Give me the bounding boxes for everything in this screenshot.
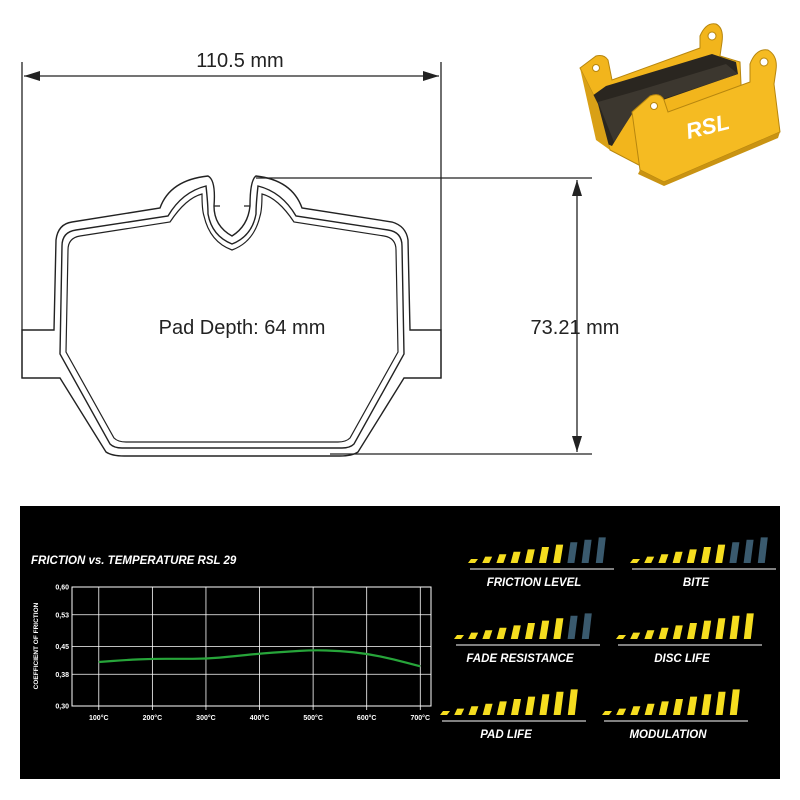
rating-bar-segment bbox=[729, 615, 740, 639]
x-tick-label: 600°C bbox=[357, 714, 377, 722]
chart-title: FRICTION vs. TEMPERATURE RSL 29 bbox=[31, 555, 237, 567]
rating-bar-segment bbox=[525, 623, 535, 639]
rating-bar-segment bbox=[743, 539, 754, 563]
rating-bar-segment bbox=[644, 630, 655, 639]
rating-bar-segment bbox=[630, 632, 641, 639]
friction-series-line bbox=[98, 649, 421, 668]
x-tick-label: 300°C bbox=[196, 714, 216, 722]
rating-bar-segment bbox=[701, 547, 711, 563]
rating-bar-segment bbox=[510, 625, 521, 639]
rating-bar-segment bbox=[715, 618, 726, 639]
rating-bar-segment bbox=[686, 549, 697, 563]
rating-bar-segment bbox=[687, 623, 697, 639]
performance-ratings: FRICTION LEVEL BITE FADE RESISTANCE DISC LI… bbox=[440, 537, 776, 741]
rating-bar-segment bbox=[496, 627, 507, 639]
rating-bar-segment bbox=[630, 706, 641, 715]
width-dimension: 110.5 mm bbox=[21, 50, 442, 330]
performance-panel-graphics: FRICTION vs. TEMPERATURE RSL 29 COEFFICI… bbox=[31, 537, 776, 741]
rating-bar-segment bbox=[553, 544, 564, 563]
y-tick-label: 0,45 bbox=[55, 644, 69, 651]
rating-bar-segment bbox=[729, 689, 740, 715]
rating-bar-segment bbox=[757, 537, 768, 563]
rating-bar-segment bbox=[658, 627, 669, 639]
rating-bar-segment bbox=[468, 632, 479, 639]
rating-bar-segment bbox=[496, 701, 507, 715]
rating-bar-segment bbox=[602, 711, 612, 715]
rating-bar-segment bbox=[511, 699, 521, 715]
rating-bar-segment bbox=[510, 551, 521, 563]
friction-temperature-chart: 0,30 0,38 0,45 0,53 0,60 100°C 200°C 300°C 400°C… bbox=[55, 585, 432, 722]
rating-bar-segment bbox=[567, 689, 578, 715]
rating-bar-segment bbox=[440, 711, 450, 715]
rating-bar-segment bbox=[595, 537, 606, 563]
pad-depth-label: Pad Depth: 64 mm bbox=[159, 317, 326, 339]
y-axis-label: COEFFICIENT OF FRICTION bbox=[33, 602, 40, 689]
rating-bar-segment bbox=[482, 556, 493, 563]
rating-bar-segment bbox=[581, 613, 592, 639]
rating-label: BITE bbox=[683, 577, 710, 589]
rating-label: FRICTION LEVEL bbox=[487, 577, 582, 589]
rating-bar-segment bbox=[672, 625, 683, 639]
rating-bar-segment bbox=[553, 618, 564, 639]
brake-pad-technical-drawing: 110.5 mm 73.21 mm Pad Depth: 64 mm bbox=[21, 23, 781, 457]
performance-panel: FRICTION vs. TEMPERATURE RSL 29 COEFFICI… bbox=[20, 506, 780, 779]
width-label: 110.5 mm bbox=[196, 50, 283, 72]
rating-bar-segment bbox=[630, 559, 640, 563]
rating-bar-segment bbox=[525, 696, 536, 715]
rating-bar-segment bbox=[539, 694, 550, 715]
rating-bar-segment bbox=[581, 539, 592, 563]
rating-bar-segment bbox=[496, 554, 507, 563]
rating-bar-segment bbox=[644, 703, 655, 715]
x-tick-label: 400°C bbox=[250, 714, 270, 722]
rating-bar-segment bbox=[524, 549, 535, 563]
rating-label: FADE RESISTANCE bbox=[466, 653, 573, 665]
y-tick-label: 0,38 bbox=[55, 672, 69, 679]
rating-bar-segment bbox=[658, 701, 669, 715]
rating-bar-segment bbox=[539, 620, 550, 639]
x-tick-label: 100°C bbox=[89, 714, 109, 722]
rating-label: MODULATION bbox=[629, 729, 707, 741]
rating-bar-segment bbox=[482, 630, 493, 639]
rating-bar-segment bbox=[567, 542, 578, 563]
rating-bar-segment bbox=[715, 691, 726, 715]
rating-bar-segment bbox=[673, 699, 683, 715]
pad-outline bbox=[21, 175, 442, 457]
rating-bar-segment bbox=[672, 551, 683, 563]
rating-bar-segment bbox=[701, 620, 712, 639]
y-tick-label: 0,53 bbox=[55, 612, 69, 619]
rating-label: PAD LIFE bbox=[480, 729, 532, 741]
height-label: 73.21 mm bbox=[531, 317, 620, 339]
height-dimension: 73.21 mm bbox=[256, 177, 620, 455]
rating-bar-segment bbox=[701, 694, 712, 715]
rating-bar-segment bbox=[616, 708, 627, 715]
rating-bar-segment bbox=[482, 703, 493, 715]
rating-bar-segment bbox=[468, 559, 478, 563]
rating-bar-segment bbox=[567, 615, 578, 639]
y-tick-label: 0,60 bbox=[55, 585, 69, 592]
rating-label: DISC LIFE bbox=[654, 653, 710, 665]
rating-bar-segment bbox=[539, 547, 549, 563]
rating-bar-segment bbox=[454, 708, 465, 715]
rating-bar-segment bbox=[729, 542, 740, 563]
rating-bar-segment bbox=[743, 613, 754, 639]
rating-bar-segment bbox=[715, 544, 726, 563]
rating-bar-segment bbox=[644, 556, 655, 563]
rating-bar-segment bbox=[658, 554, 669, 563]
x-tick-label: 500°C bbox=[303, 714, 323, 722]
rating-bar-segment bbox=[687, 696, 698, 715]
rating-bar-segment bbox=[454, 635, 464, 639]
x-tick-label: 200°C bbox=[143, 714, 163, 722]
rating-bar-segment bbox=[553, 691, 564, 715]
rating-bar-segment bbox=[616, 635, 626, 639]
x-tick-label: 700°C bbox=[411, 714, 431, 722]
y-tick-label: 0,30 bbox=[55, 704, 69, 711]
rating-bar-segment bbox=[468, 706, 479, 715]
brake-pad-product-image: RSL bbox=[579, 23, 781, 186]
